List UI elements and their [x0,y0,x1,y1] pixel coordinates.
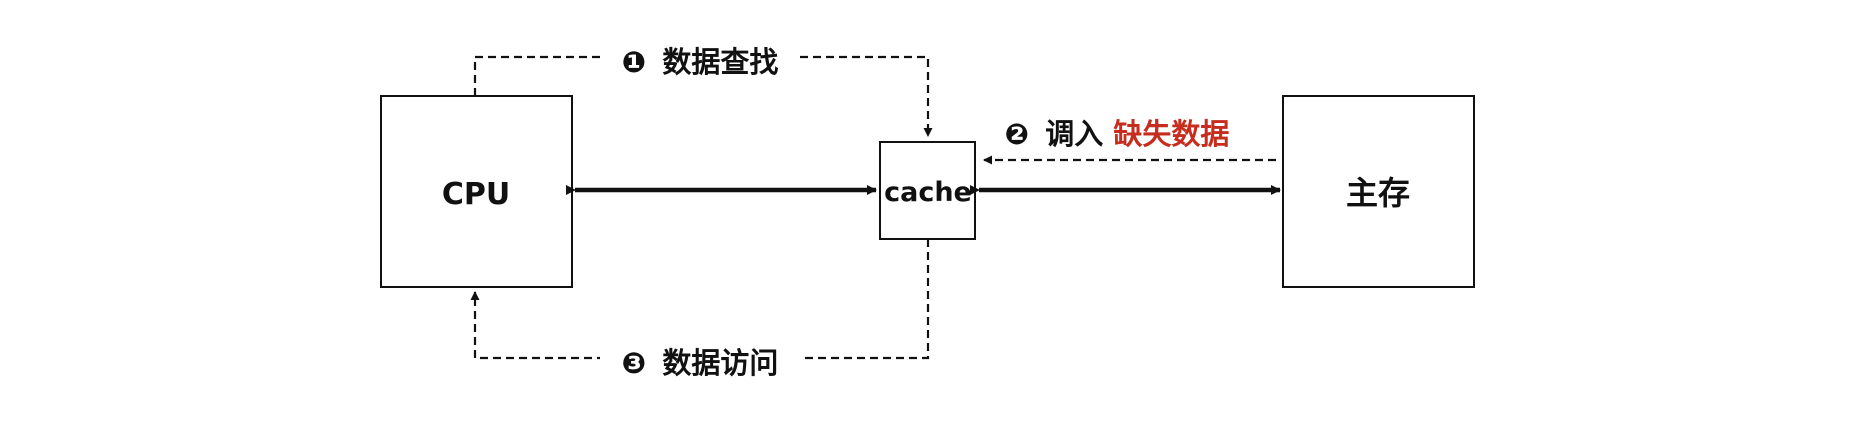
cache-label: cache [884,177,972,208]
access-step-number: ❸ [622,346,647,380]
main-memory-label: 主存 [1346,174,1410,212]
lookup-step-number: ❶ [622,45,647,79]
access-step-text: 数据访问 [662,346,778,380]
cache-box [879,141,976,240]
access-step-label: ❸ 数据访问 [622,346,779,380]
cache-node: cache [879,141,976,240]
cpu-box [380,95,573,288]
main-memory-box [1282,95,1475,288]
load-step-text: 调入 [1045,117,1103,151]
access-label-bg [600,340,800,380]
load-step-label: ❷ 调入 缺失数据 [1005,117,1230,151]
lookup-step-label: ❶ 数据查找 [622,45,779,79]
cpu-label: CPU [442,177,510,212]
load-step-number: ❷ [1005,117,1030,151]
cpu-node: CPU [380,95,573,288]
load-step-highlight: 缺失数据 [1113,117,1229,151]
lookup-step-text: 数据查找 [662,45,778,79]
lookup-label-bg [600,38,800,78]
main-memory-node: 主存 [1282,95,1475,288]
